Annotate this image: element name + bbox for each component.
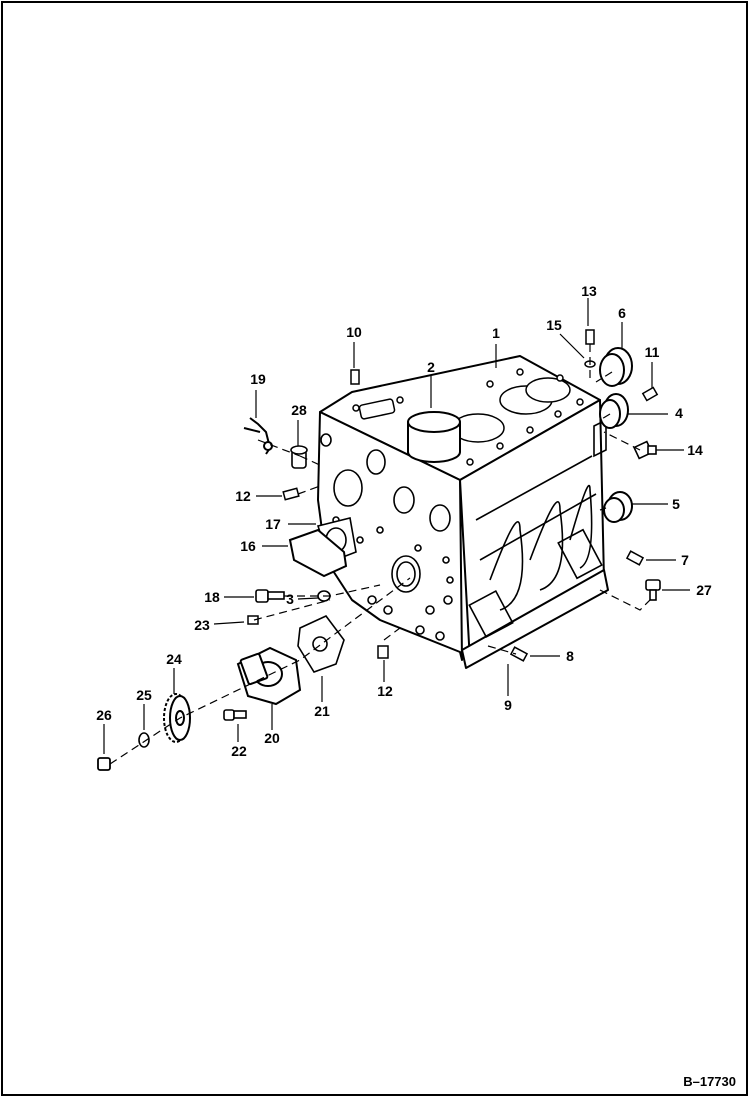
callout-17: 17 <box>265 516 281 532</box>
callout-7: 7 <box>681 552 689 568</box>
gear-24 <box>163 693 191 743</box>
pin-13 <box>585 329 595 345</box>
pin-12-upper <box>282 487 300 501</box>
callout-27: 27 <box>696 582 712 598</box>
callout-12-upper: 12 <box>235 488 251 504</box>
pipe-19 <box>243 417 273 455</box>
bolt-27 <box>645 579 661 601</box>
side-cover-pad <box>557 528 603 580</box>
callout-25: 25 <box>136 687 152 703</box>
liner-body <box>407 422 461 463</box>
side-cover-pad-2 <box>468 589 514 639</box>
callout-10: 10 <box>346 324 362 340</box>
pin-7 <box>625 550 645 566</box>
callout-14: 14 <box>687 442 703 458</box>
pin-12-lower <box>377 645 389 659</box>
pin-23 <box>247 615 259 625</box>
leader-lines <box>103 298 690 754</box>
callout-2: 2 <box>427 359 435 375</box>
crankcase-webs <box>468 418 607 639</box>
part-number-callouts: 1 2 3 4 5 6 7 8 9 10 11 12 12 13 14 15 1… <box>96 283 712 759</box>
callout-11: 11 <box>645 344 660 360</box>
callout-3: 3 <box>286 591 294 607</box>
callout-24: 24 <box>166 651 182 667</box>
cylinder-liner <box>407 411 461 463</box>
assembly-centerlines <box>109 344 653 765</box>
bolt-18 <box>255 589 285 603</box>
plug-6 <box>599 347 633 387</box>
callout-9: 9 <box>504 697 512 713</box>
figure-reference-number: B–17730 <box>683 1074 736 1089</box>
liner-top <box>407 411 461 433</box>
oil-pump-20 <box>236 646 302 706</box>
pin-8 <box>509 646 529 662</box>
cylinder-bore-3 <box>525 377 571 403</box>
callout-12-lower: 12 <box>377 683 393 699</box>
plug-4 <box>599 393 629 429</box>
nut-26 <box>97 757 111 771</box>
front-bore-upper <box>333 469 363 507</box>
callout-4: 4 <box>675 405 683 421</box>
callout-26: 26 <box>96 707 112 723</box>
washer-25 <box>138 732 150 748</box>
breather-28 <box>290 445 308 469</box>
callout-13: 13 <box>581 283 597 299</box>
callout-16: 16 <box>240 538 256 554</box>
callout-18: 18 <box>204 589 220 605</box>
bolt-22 <box>223 709 247 721</box>
fitting-14 <box>633 440 657 460</box>
block-bottom-flange <box>461 569 609 669</box>
callout-23: 23 <box>194 617 210 633</box>
callout-19: 19 <box>250 371 266 387</box>
dowel-pin-10 <box>350 369 360 385</box>
callout-21: 21 <box>314 703 330 719</box>
callout-20: 20 <box>264 730 280 746</box>
cover-16 <box>288 528 348 578</box>
gasket-21 <box>297 615 345 673</box>
callout-6: 6 <box>618 305 626 321</box>
callout-22: 22 <box>231 743 247 759</box>
pin-11 <box>641 386 659 402</box>
callout-8: 8 <box>566 648 574 664</box>
bushing-5 <box>603 491 633 523</box>
water-port <box>358 398 396 420</box>
callout-5: 5 <box>672 496 680 512</box>
callout-1: 1 <box>492 325 500 341</box>
callout-28: 28 <box>291 402 307 418</box>
callout-15: 15 <box>546 317 562 333</box>
